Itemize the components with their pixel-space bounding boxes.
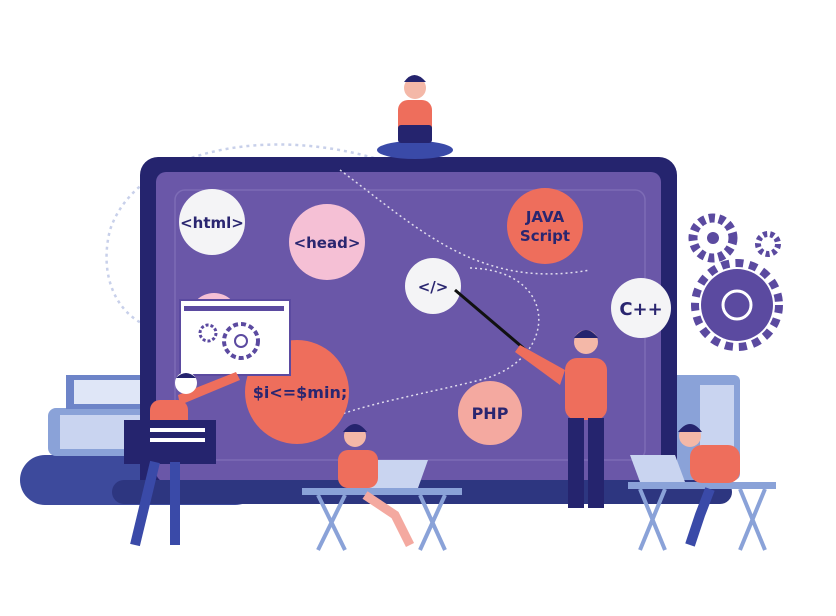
dashed-path xyxy=(105,143,421,333)
bubble-php-code-label: $i<=$min; xyxy=(253,383,348,402)
bubble-html: <html> xyxy=(179,189,245,255)
gears xyxy=(688,213,783,351)
person-left xyxy=(124,372,240,547)
bubble-cpp-label: C++ xyxy=(619,299,662,320)
bubble-html-label: <html> xyxy=(180,214,244,232)
pointer-stick xyxy=(454,288,529,354)
desk-right xyxy=(628,424,776,551)
bubble-java-label: JAVA xyxy=(525,208,565,226)
gear-icon xyxy=(688,213,738,263)
gear-icon xyxy=(755,231,781,257)
bubble-head-label: <head> xyxy=(294,234,361,252)
desk-center xyxy=(302,424,462,551)
gear-icon xyxy=(222,322,260,360)
laptop xyxy=(368,460,428,488)
bubble-tag-label: </> xyxy=(418,278,449,296)
bubble-tag: </> xyxy=(405,258,461,314)
gear-icon xyxy=(701,269,773,341)
bubble-cpp: C++ xyxy=(611,278,671,338)
settings-panel xyxy=(179,299,291,376)
laptop xyxy=(630,455,685,482)
bubble-php-label: PHP xyxy=(472,404,509,423)
bubble-javascript: JAVA Script xyxy=(507,188,583,264)
gear-icon xyxy=(198,323,218,343)
bubble-script-label: Script xyxy=(520,227,570,245)
bubble-php: PHP xyxy=(458,381,522,445)
bubble-head: <head> xyxy=(289,204,365,280)
person-sitting-top xyxy=(377,75,453,159)
person-teacher xyxy=(454,288,607,508)
